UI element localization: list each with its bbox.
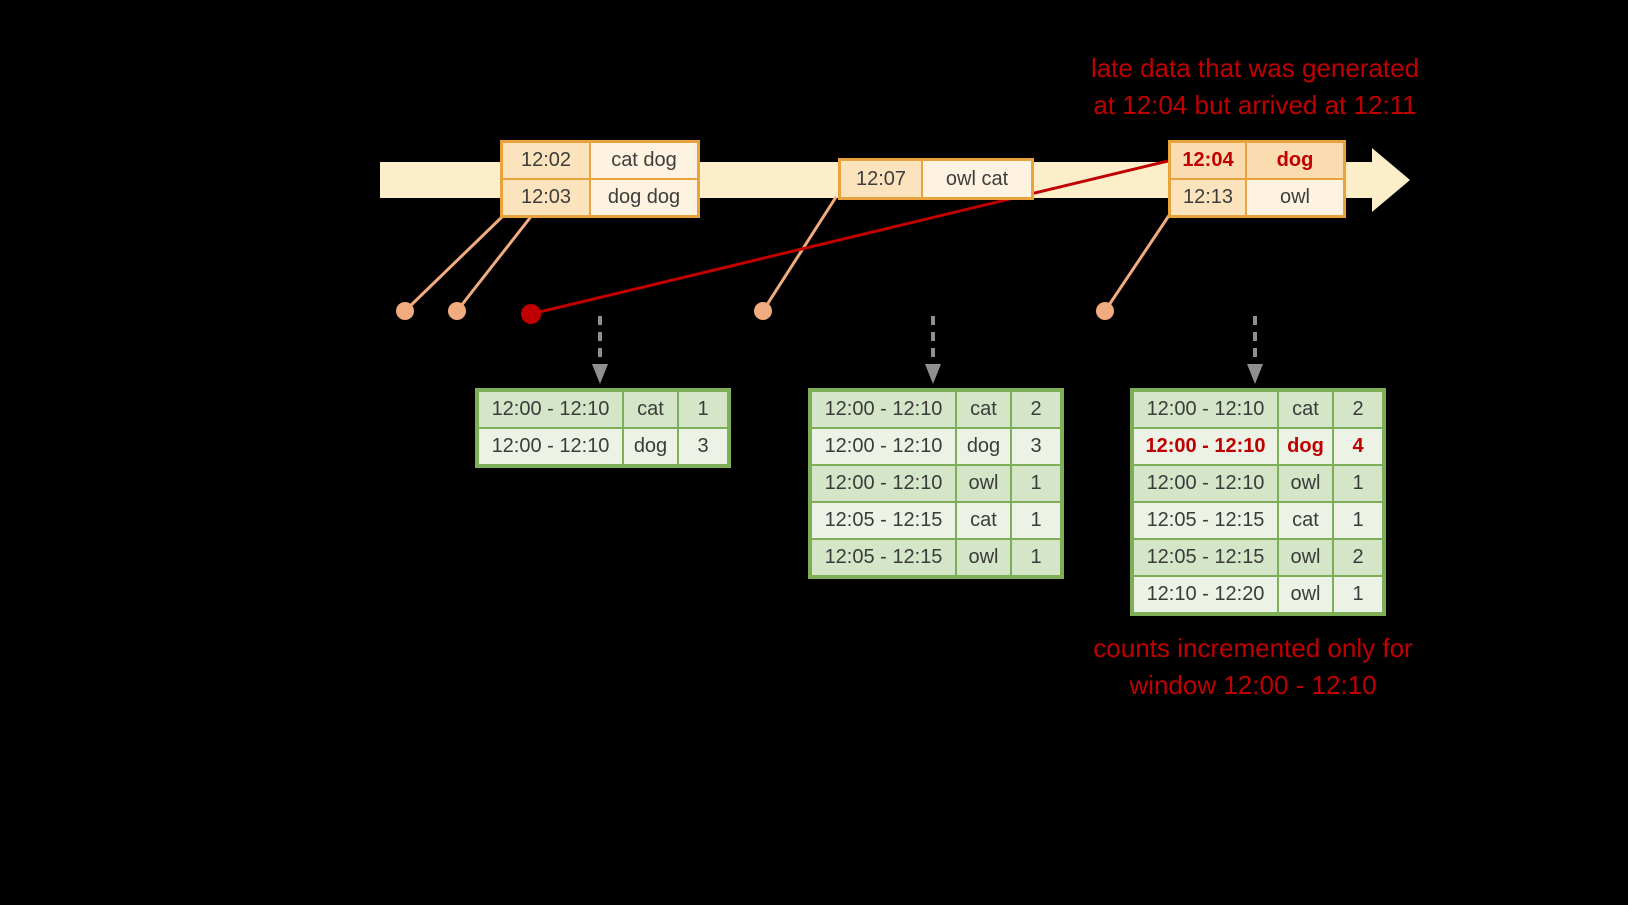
result-word: owl [956,539,1011,576]
result-window: 12:05 - 12:15 [811,502,956,539]
result-count: 2 [1333,391,1383,428]
result-count: 1 [1011,502,1061,539]
result-window: 12:05 - 12:15 [811,539,956,576]
counts-incremented-annotation: counts incremented only for window 12:00… [1053,630,1453,704]
result-word: cat [623,391,678,428]
result-window: 12:00 - 12:10 [1133,465,1278,502]
event-connector-line [761,196,838,312]
annotation-line: counts incremented only for [1093,633,1413,663]
result-row: 12:00 - 12:10 cat 1 [478,391,728,428]
result-row: 12:00 - 12:10 owl 1 [811,465,1061,502]
trigger-dot [448,302,466,320]
timeline-arrowhead-icon [1372,148,1410,212]
event-table-2: 12:07 owl cat [838,158,1034,200]
trigger-dot [754,302,772,320]
late-data-line [530,159,1169,316]
result-row: 12:00 - 12:10 owl 1 [1133,465,1383,502]
event-row: 12:03 dog dog [502,179,698,216]
event-row: 12:07 owl cat [840,160,1032,198]
result-word: cat [1278,391,1333,428]
event-words: dog dog [590,179,698,216]
updated-result-row: 12:00 - 12:10 dog 4 [1133,428,1383,465]
result-window: 12:00 - 12:10 [811,465,956,502]
result-word: owl [1278,465,1333,502]
late-data-annotation: late data that was generated at 12:04 bu… [1020,50,1490,124]
result-word: cat [1278,502,1333,539]
result-word: cat [956,502,1011,539]
result-row: 12:05 - 12:15 owl 1 [811,539,1061,576]
trigger-dot [396,302,414,320]
result-window: 12:00 - 12:10 [1133,428,1278,465]
annotation-line: window 12:00 - 12:10 [1129,670,1377,700]
result-count: 2 [1333,539,1383,576]
result-window: 12:00 - 12:10 [478,391,623,428]
result-row: 12:00 - 12:10 dog 3 [478,428,728,465]
result-row: 12:00 - 12:10 cat 2 [811,391,1061,428]
result-row: 12:00 - 12:10 cat 2 [1133,391,1383,428]
event-words: dog [1246,142,1344,179]
result-table-2: 12:00 - 12:10 cat 2 12:00 - 12:10 dog 3 … [808,388,1064,579]
result-row: 12:05 - 12:15 owl 2 [1133,539,1383,576]
result-count: 1 [678,391,728,428]
result-row: 12:00 - 12:10 dog 3 [811,428,1061,465]
result-count: 1 [1333,465,1383,502]
result-window: 12:00 - 12:10 [1133,391,1278,428]
event-time: 12:13 [1170,179,1246,216]
annotation-line: late data that was generated [1090,53,1420,83]
event-row: 12:13 owl [1170,179,1344,216]
event-words: cat dog [590,142,698,179]
result-word: owl [956,465,1011,502]
event-table-1: 12:02 cat dog 12:03 dog dog [500,140,700,218]
late-event-row: 12:04 dog [1170,142,1344,179]
annotation-line: at 12:04 but arrived at 12:11 [1093,90,1417,120]
result-window: 12:00 - 12:10 [478,428,623,465]
event-row: 12:02 cat dog [502,142,698,179]
result-window: 12:05 - 12:15 [1133,539,1278,576]
event-words: owl [1246,179,1344,216]
event-table-3: 12:04 dog 12:13 owl [1168,140,1346,218]
result-table-1: 12:00 - 12:10 cat 1 12:00 - 12:10 dog 3 [475,388,731,468]
event-time: 12:07 [840,160,922,198]
result-count: 1 [1011,465,1061,502]
result-word: owl [1278,539,1333,576]
result-window: 12:05 - 12:15 [1133,502,1278,539]
result-row: 12:05 - 12:15 cat 1 [1133,502,1383,539]
result-word: dog [623,428,678,465]
event-words: owl cat [922,160,1032,198]
trigger-dot [1096,302,1114,320]
event-time: 12:04 [1170,142,1246,179]
result-row: 12:05 - 12:15 cat 1 [811,502,1061,539]
result-count: 2 [1011,391,1061,428]
trigger-arrowhead-icons [592,364,1263,384]
result-word: dog [956,428,1011,465]
result-row: 12:10 - 12:20 owl 1 [1133,576,1383,613]
result-count: 1 [1333,576,1383,613]
event-time: 12:03 [502,179,590,216]
result-count: 1 [1333,502,1383,539]
late-trigger-dot [521,304,541,324]
event-connector-line [403,212,507,313]
event-connector-line [455,213,535,312]
event-connector-line [1103,213,1172,312]
result-window: 12:00 - 12:10 [811,391,956,428]
trigger-arrow-lines [598,316,1257,366]
result-table-3: 12:00 - 12:10 cat 2 12:00 - 12:10 dog 4 … [1130,388,1386,616]
result-count: 4 [1333,428,1383,465]
result-word: cat [956,391,1011,428]
result-window: 12:00 - 12:10 [811,428,956,465]
result-window: 12:10 - 12:20 [1133,576,1278,613]
result-count: 1 [1011,539,1061,576]
result-word: owl [1278,576,1333,613]
event-time: 12:02 [502,142,590,179]
result-count: 3 [1011,428,1061,465]
result-word: dog [1278,428,1333,465]
result-count: 3 [678,428,728,465]
